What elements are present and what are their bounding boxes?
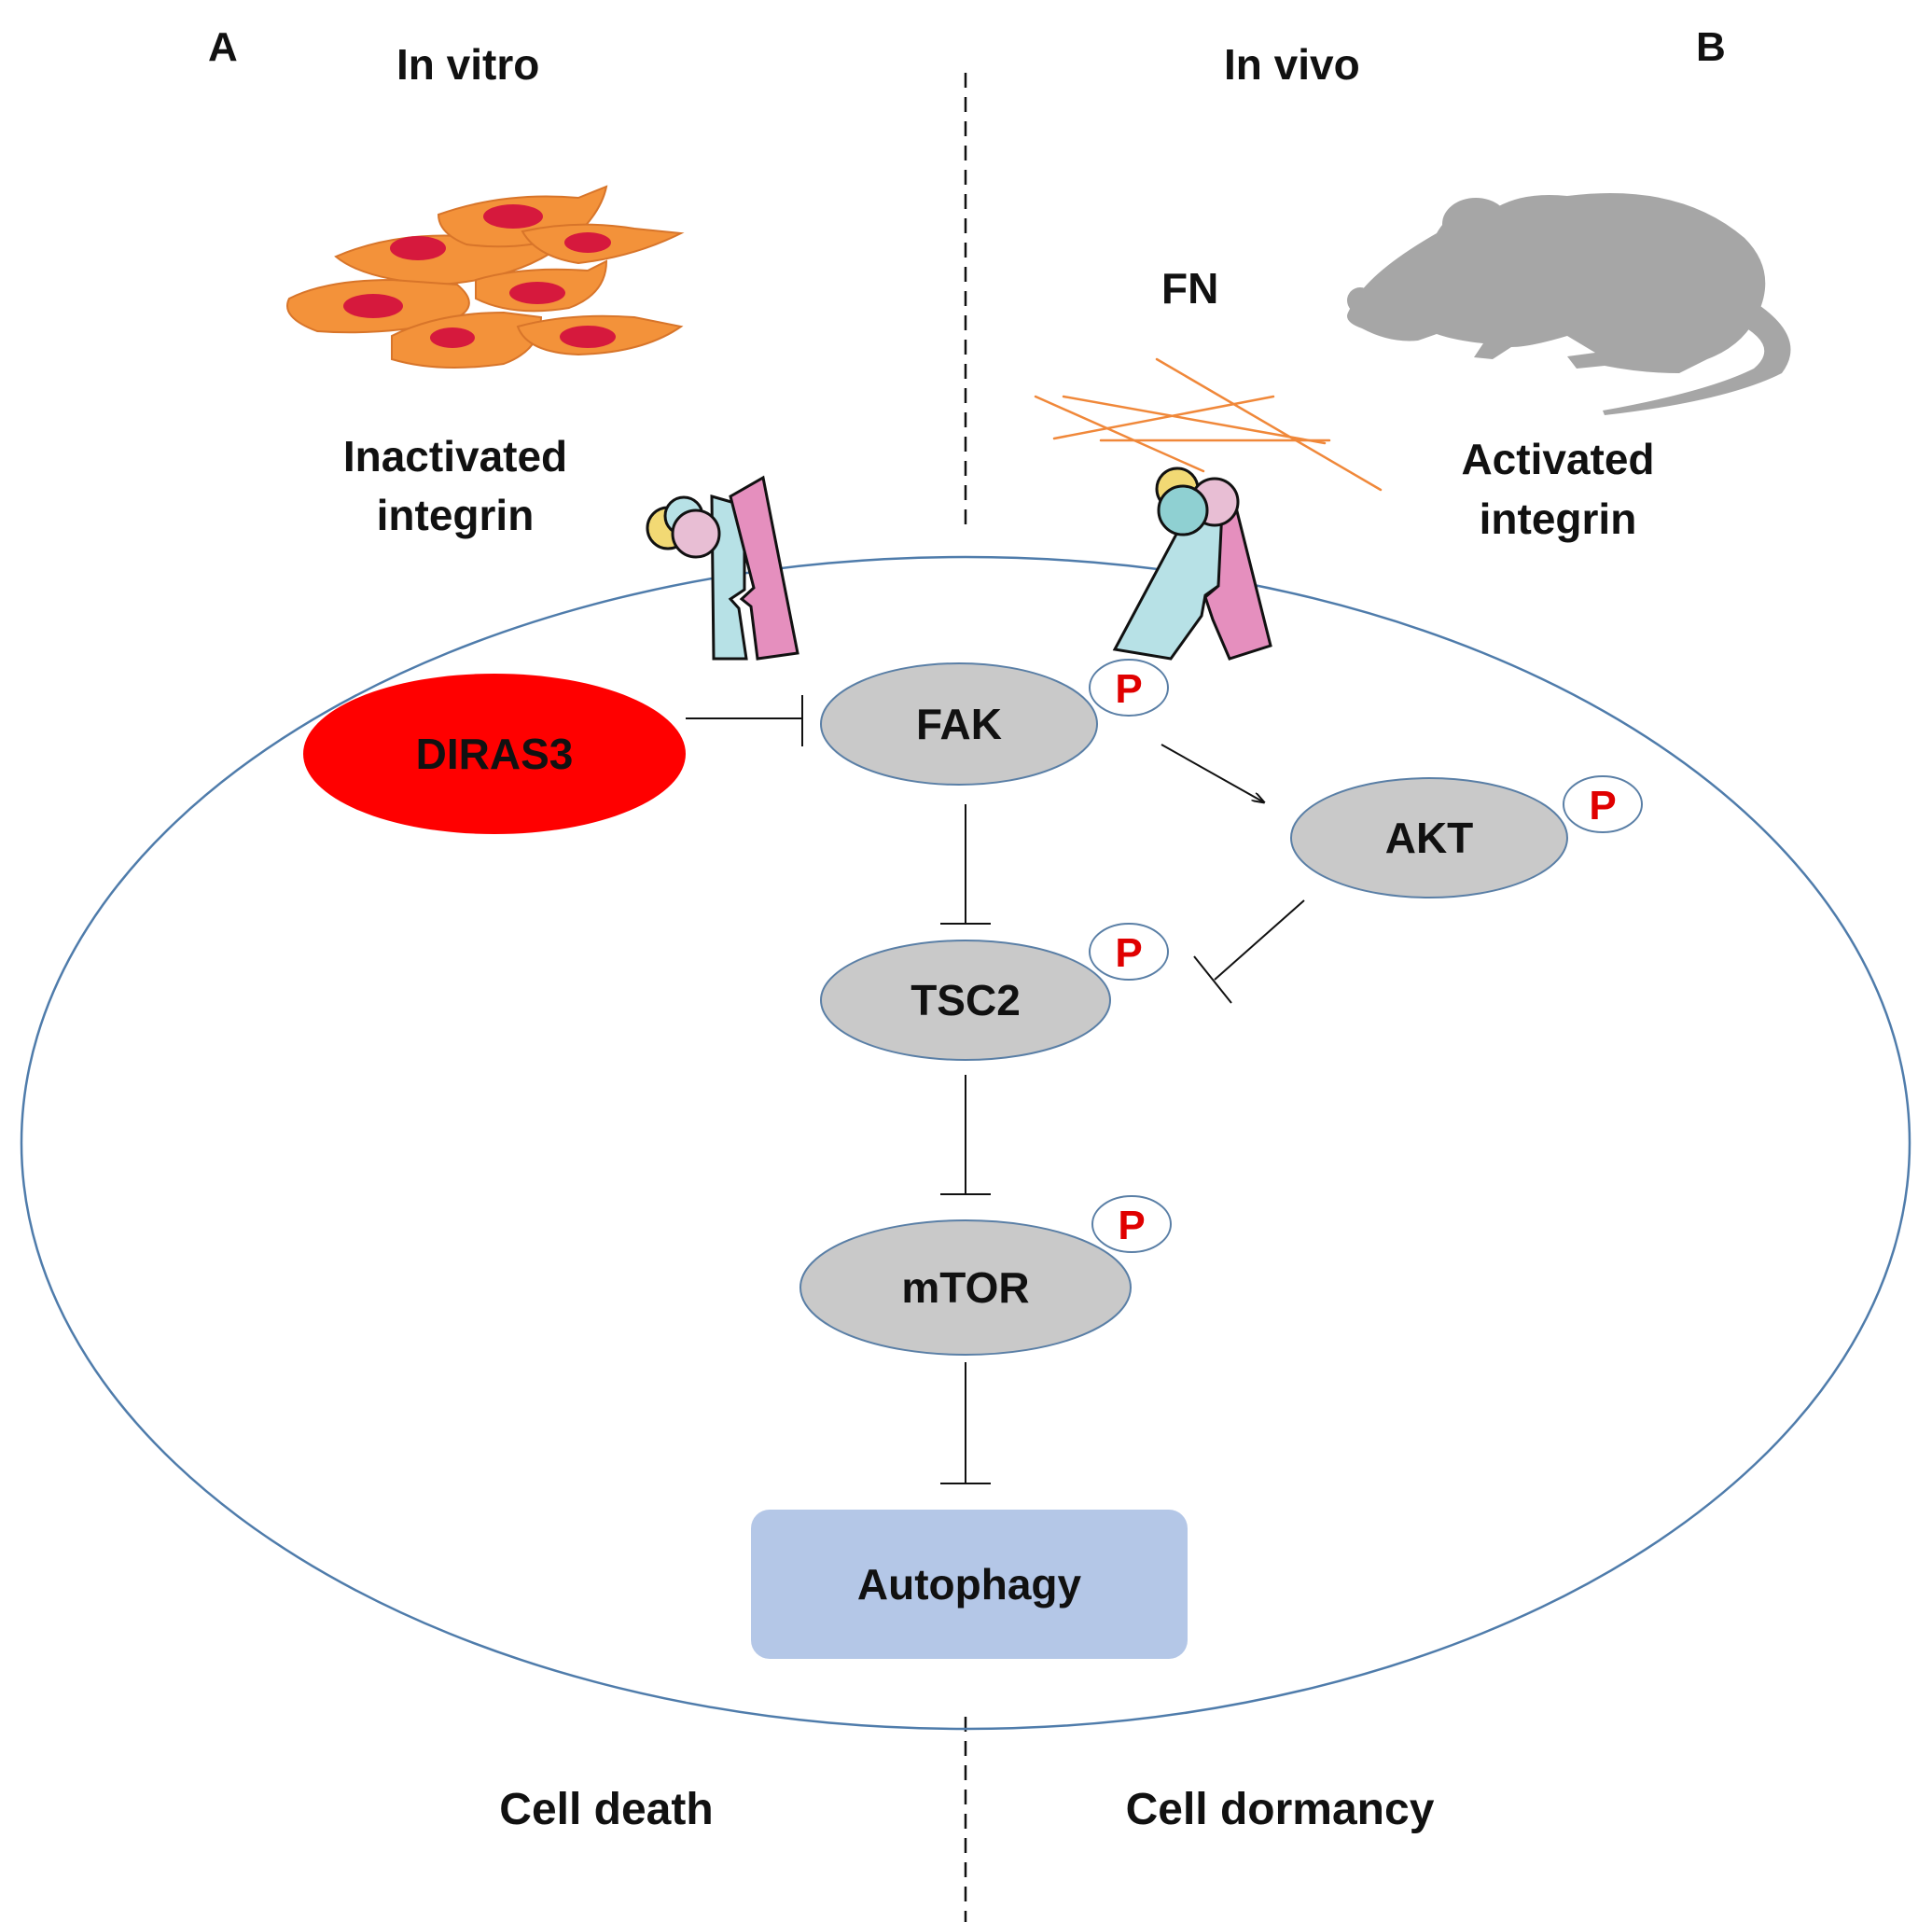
mtor-phospho-badge: P: [1091, 1195, 1172, 1253]
cell-membrane: [20, 555, 1911, 1731]
outcome-cell-death: Cell death: [499, 1785, 713, 1834]
akt-phospho-badge: P: [1563, 775, 1643, 833]
node-akt-label: AKT: [1385, 814, 1474, 862]
node-tsc2: TSC2: [820, 940, 1111, 1061]
activated-integrin-label-line2: integrin: [1480, 494, 1637, 543]
node-autophagy-label: Autophagy: [857, 1560, 1082, 1609]
edge-akt-tsc2-bar: [1193, 955, 1232, 1004]
outcome-cell-dormancy: Cell dormancy: [1126, 1785, 1435, 1834]
inactivated-integrin-label-line1: Inactivated: [343, 432, 567, 480]
panel-heading-in-vivo: In vivo: [1224, 40, 1360, 89]
akt-phospho-label: P: [1589, 783, 1616, 829]
activated-integrin-icon: [1112, 467, 1272, 661]
mouse-silhouette: [1347, 193, 1791, 415]
node-fak-label: FAK: [916, 700, 1002, 748]
fn-label: FN: [1161, 264, 1218, 313]
node-diras3-label: DIRAS3: [416, 730, 574, 778]
node-akt: AKT: [1290, 777, 1568, 898]
inactivated-integrin-label-line2: integrin: [377, 491, 535, 539]
inactivated-integrin-icon: [646, 475, 799, 661]
node-mtor-label: mTOR: [901, 1263, 1029, 1312]
node-fak: FAK: [820, 662, 1098, 786]
node-tsc2-label: TSC2: [910, 976, 1021, 1024]
tsc2-phospho-label: P: [1115, 930, 1142, 976]
panel-letter-a: A: [208, 24, 238, 70]
edge-akt-tsc2: [1214, 899, 1305, 981]
node-diras3: DIRAS3: [303, 674, 686, 834]
panel-letter-b: B: [1696, 24, 1726, 70]
tsc2-phospho-badge: P: [1089, 923, 1169, 981]
activated-integrin-label-line1: Activated: [1461, 435, 1654, 483]
fak-phospho-badge: P: [1089, 659, 1169, 717]
node-autophagy: Autophagy: [751, 1510, 1188, 1659]
pathway-edges: [686, 695, 1305, 1484]
panel-heading-in-vitro: In vitro: [396, 40, 539, 89]
mtor-phospho-label: P: [1118, 1203, 1145, 1248]
fak-phospho-label: P: [1115, 666, 1142, 712]
fibronectin-fibers: [1034, 357, 1383, 492]
node-mtor: mTOR: [799, 1219, 1132, 1356]
edge-fak-akt: [1161, 744, 1264, 802]
tumor-cells-illustration: [286, 185, 685, 369]
